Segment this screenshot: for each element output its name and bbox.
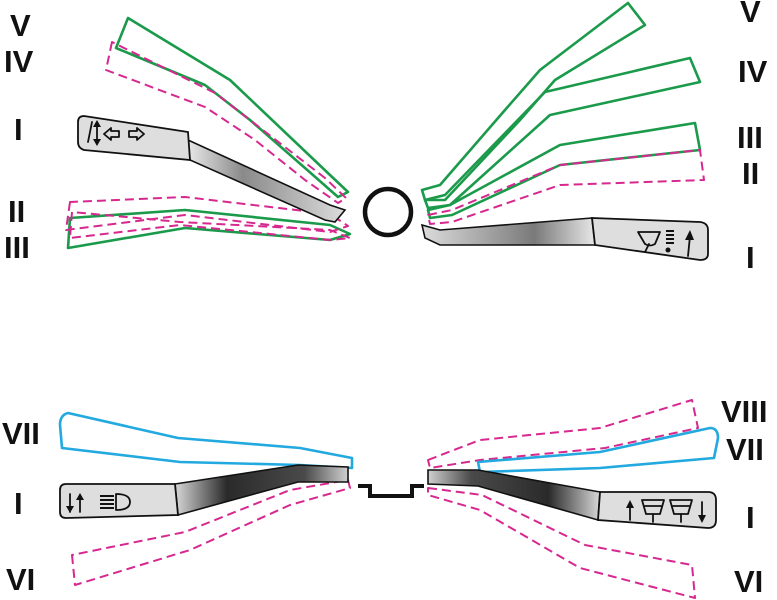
top-left-position-iv-outline [105, 41, 347, 204]
top-left-label-i: I [14, 112, 23, 147]
top-diagram: V IV I II III V IV III II I [4, 0, 768, 275]
top-right-label-i: I [746, 240, 755, 275]
top-steering-hub [362, 186, 414, 238]
bottom-left-position-vi-outline [71, 479, 351, 586]
top-right-label-iii: III [737, 120, 763, 155]
top-right-label-ii: II [742, 156, 759, 191]
bottom-right-position-vi-outline [427, 487, 696, 599]
left-arrow-icon [103, 127, 120, 141]
top-left-label-iii: III [4, 230, 30, 265]
bottom-left-label-i: I [14, 486, 23, 521]
top-left-lever-grip [77, 115, 191, 161]
bottom-right-label-vi: VI [734, 564, 763, 599]
top-right-position-iv-outline [423, 56, 702, 210]
right-arrow-icon [128, 127, 145, 141]
top-left-label-iv: IV [4, 44, 34, 79]
bottom-right-lever-body [427, 469, 601, 522]
top-right-lever-grip [590, 217, 709, 261]
top-left-position-ii-dashed-outline [65, 196, 349, 233]
bottom-left-label-vii: VII [2, 416, 40, 451]
top-right-label-iv: IV [738, 54, 768, 89]
top-left-label-v: V [10, 8, 31, 43]
wiper-icon [669, 499, 693, 523]
bottom-right-lever [427, 469, 717, 529]
top-right-lever [420, 217, 709, 261]
wiper-spray-icon [637, 230, 674, 253]
bottom-right-label-i: I [746, 500, 755, 535]
lever-updown-icon [87, 120, 101, 146]
bottom-left-lever-grip [59, 483, 179, 519]
top-left-lever [77, 115, 347, 223]
bottom-right-label-viii: VIII [721, 394, 768, 429]
bottom-left-label-vi: VI [6, 562, 35, 597]
bottom-right-label-vii: VII [726, 432, 764, 467]
top-right-position-ii-dashed-outline [427, 149, 705, 225]
up-arrow-icon [626, 500, 634, 521]
bottom-right-position-viii-outline [427, 399, 699, 469]
bottom-left-position-vii-outline [58, 411, 354, 470]
bottom-left-lever-body [174, 464, 349, 517]
down-arrow-icon [698, 501, 706, 523]
top-right-label-v: V [740, 0, 761, 29]
headlight-beam-icon [100, 493, 131, 511]
bottom-left-lever [59, 464, 349, 519]
bottom-right-lever-grip [597, 491, 717, 529]
top-left-label-ii: II [8, 194, 25, 229]
top-left-position-iii-dashed-outline [69, 211, 351, 241]
lever-updown-icon [66, 493, 84, 513]
wiper-icon [641, 499, 665, 523]
top-left-position-ii-outline [66, 208, 352, 250]
top-right-position-v-outline [420, 1, 647, 202]
bottom-right-position-vii-outline [476, 426, 720, 474]
bottom-diagram: VII I VI VIII VII I VI [2, 394, 768, 599]
up-arrow-icon [685, 230, 694, 257]
bottom-center-bracket [358, 484, 424, 498]
